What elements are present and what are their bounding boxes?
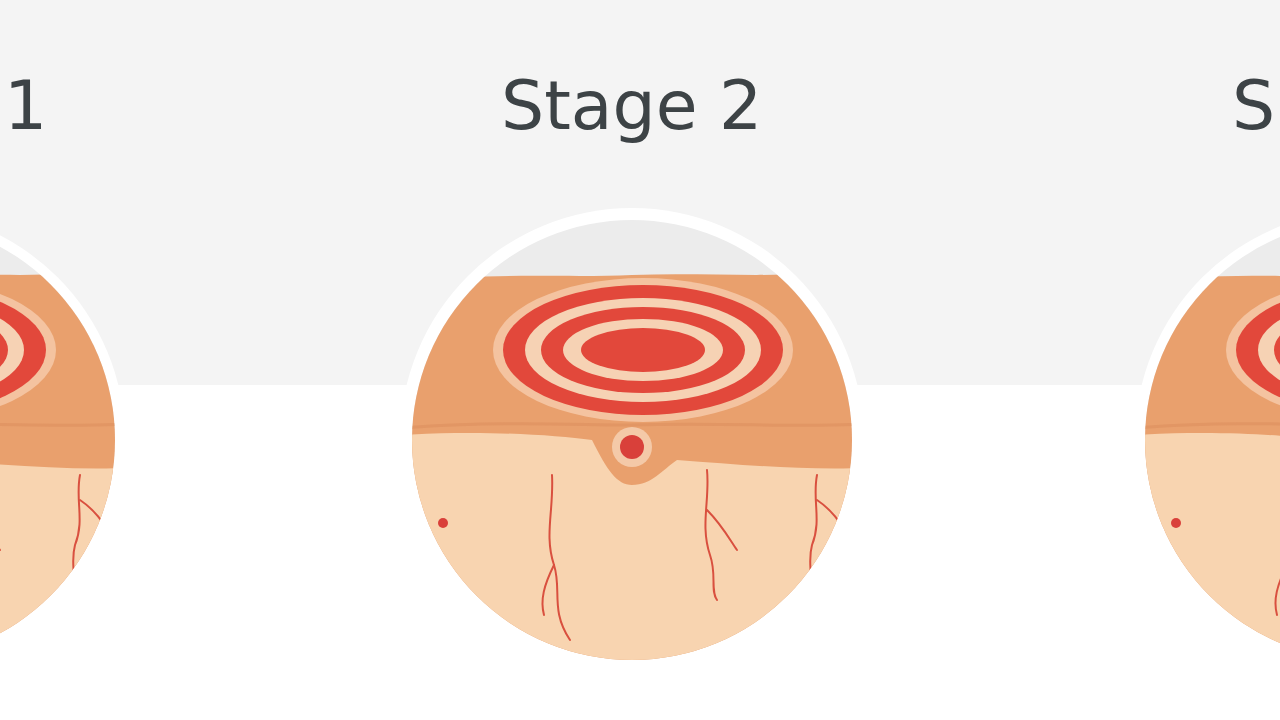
stage-title: Stage 2 <box>501 72 762 140</box>
stage-title-fragment: 1 <box>4 72 47 140</box>
stage-title-fragment: S <box>1232 72 1275 140</box>
